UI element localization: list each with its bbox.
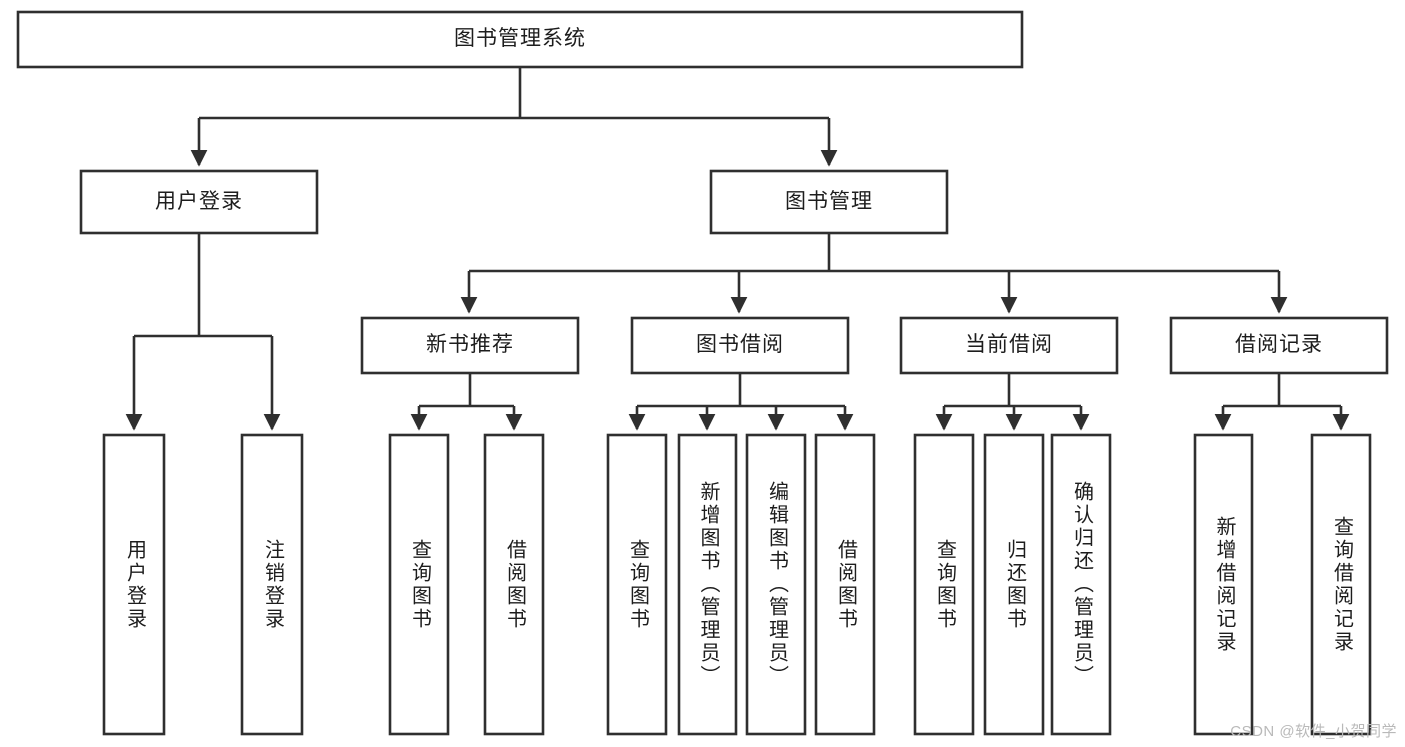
leaf-box-add-borrow-record[interactable]: [1193, 433, 1254, 736]
leaf-box-query-book-2[interactable]: [606, 433, 668, 736]
node-box-borrow-records[interactable]: [1169, 316, 1389, 375]
leaf-box-query-book-1[interactable]: [388, 433, 450, 736]
node-box-layer: [16, 10, 1389, 736]
node-box-root[interactable]: [16, 10, 1024, 69]
leaf-box-return-book[interactable]: [983, 433, 1045, 736]
leaf-box-query-borrow-record[interactable]: [1310, 433, 1372, 736]
node-box-book-borrow[interactable]: [630, 316, 850, 375]
leaf-box-borrow-book-2[interactable]: [814, 433, 876, 736]
leaf-box-confirm-return-admin[interactable]: [1050, 433, 1112, 736]
leaf-box-query-book-3[interactable]: [913, 433, 975, 736]
node-box-book-management[interactable]: [709, 169, 949, 235]
connector-layer: [125, 67, 1350, 431]
leaf-box-logout-login[interactable]: [240, 433, 304, 736]
node-box-user-login[interactable]: [79, 169, 319, 235]
leaf-box-edit-book-admin[interactable]: [745, 433, 807, 736]
node-box-current-borrow[interactable]: [899, 316, 1119, 375]
leaf-box-borrow-book-1[interactable]: [483, 433, 545, 736]
node-box-new-book-recommend[interactable]: [360, 316, 580, 375]
watermark-text: CSDN @软件_小贺同学: [1230, 723, 1397, 740]
leaf-box-add-book-admin[interactable]: [677, 433, 738, 736]
leaf-box-user-login[interactable]: [102, 433, 166, 736]
